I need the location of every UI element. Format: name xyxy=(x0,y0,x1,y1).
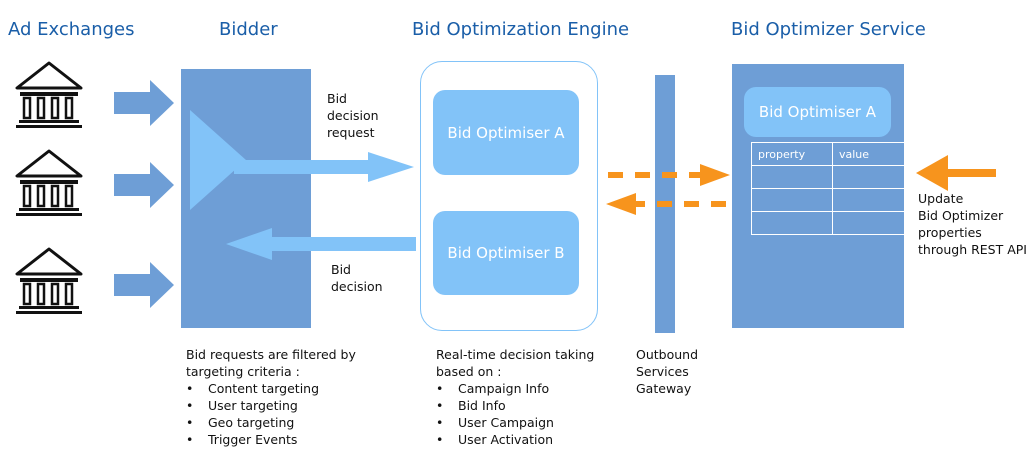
table-cell xyxy=(751,188,833,212)
arrow-right-icon xyxy=(700,164,730,186)
table-header-cell: value xyxy=(832,142,914,166)
arrow-right-icon xyxy=(114,80,174,126)
bidder-title: Bidder xyxy=(219,19,278,40)
bank-icon xyxy=(15,247,83,314)
list-item: Campaign Info xyxy=(436,380,594,397)
arrow-left-icon xyxy=(226,228,416,260)
service-optimiser-a: Bid Optimiser A xyxy=(744,87,891,137)
list-item: Geo targeting xyxy=(186,414,356,431)
bank-icon xyxy=(15,149,83,216)
table-cell xyxy=(832,165,914,189)
list-item: Content targeting xyxy=(186,380,356,397)
list-item: User targeting xyxy=(186,397,356,414)
arrow-right-icon xyxy=(234,152,414,182)
engine-notes: Real-time decision taking based on : Cam… xyxy=(436,346,594,448)
arrow-left-icon xyxy=(606,193,636,215)
arrow-left-icon xyxy=(916,155,996,191)
table-cell xyxy=(832,211,914,235)
list-item: Trigger Events xyxy=(186,431,356,448)
list-item: User Campaign xyxy=(436,414,594,431)
funnel-icon xyxy=(190,110,246,210)
table-cell xyxy=(751,211,833,235)
table-header-row: property value xyxy=(751,142,914,166)
arrow-right-icon xyxy=(114,162,174,208)
dashed-arrows xyxy=(606,164,730,215)
engine-optimiser-b: Bid Optimiser B xyxy=(433,211,579,295)
list-item: Bid Info xyxy=(436,397,594,414)
table-header-cell: property xyxy=(751,142,833,166)
arrow-right-icon xyxy=(114,262,174,308)
bank-icon xyxy=(15,61,83,128)
table-row xyxy=(751,211,914,235)
engine-title: Bid Optimization Engine xyxy=(412,19,630,40)
bid-decision-request-label: Bid decision request xyxy=(327,91,379,140)
bid-decision-label: Bid decision xyxy=(331,262,383,294)
list-item: User Activation xyxy=(436,431,594,448)
table-cell xyxy=(751,165,833,189)
service-title: Bid Optimizer Service xyxy=(731,19,926,40)
bidder-notes: Bid requests are filtered by targeting c… xyxy=(186,346,356,448)
ad-exchanges-title: Ad Exchanges xyxy=(8,19,135,40)
engine-optimiser-a: Bid Optimiser A xyxy=(433,90,579,175)
table-cell xyxy=(832,188,914,212)
gateway-label: Outbound Services Gateway xyxy=(636,347,699,396)
engine-container xyxy=(420,61,598,331)
table-row xyxy=(751,188,914,212)
properties-table: property value xyxy=(751,142,914,235)
update-rest-api-label: Update Bid Optimizer properties through … xyxy=(918,191,1027,257)
table-row xyxy=(751,165,914,189)
